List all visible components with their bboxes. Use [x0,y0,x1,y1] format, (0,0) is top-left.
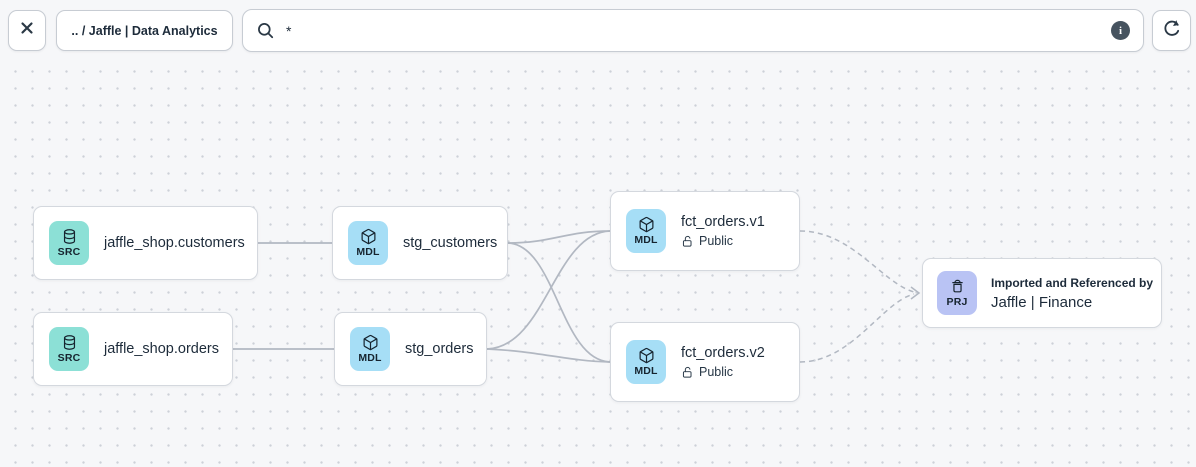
project-badge: PRJ [937,271,977,315]
cube-icon [362,334,379,351]
node-label: jaffle_shop.customers [104,235,245,251]
database-icon [61,334,78,351]
cube-icon [638,216,655,233]
search-icon [256,21,275,40]
cube-icon [360,228,377,245]
node-jaffle-shop-orders[interactable]: SRC jaffle_shop.orders [33,312,233,386]
refresh-icon [1162,18,1182,43]
access-label: Public [699,365,734,379]
breadcrumb[interactable]: .. / Jaffle | Data Analytics [56,10,233,51]
refresh-button[interactable] [1152,10,1191,51]
model-badge: MDL [626,209,666,253]
edge-fct-v1-project [799,230,915,293]
node-label: Jaffle | Finance [991,293,1093,311]
access-label: Public [699,234,734,248]
node-fct-orders-v1[interactable]: MDL fct_orders.v1 Public [610,191,800,271]
node-jaffle-shop-customers[interactable]: SRC jaffle_shop.customers [33,206,258,280]
breadcrumb-label: .. / Jaffle | Data Analytics [71,23,218,38]
badge-label: MDL [634,365,658,378]
node-label: fct_orders.v2 [681,345,765,361]
node-label: stg_orders [405,341,474,357]
node-stg-orders[interactable]: MDL stg_orders [334,312,487,386]
access-row: Public [681,365,765,379]
node-label: jaffle_shop.orders [104,341,220,357]
edge-stg-orders-fct-v2 [486,348,611,363]
close-button[interactable] [8,10,46,51]
badge-label: SRC [57,246,81,259]
search-input[interactable] [286,22,1100,39]
close-icon [19,20,35,41]
model-badge: MDL [626,340,666,384]
badge-label: MDL [356,246,380,259]
unlock-icon [681,235,694,248]
model-badge: MDL [350,327,390,371]
node-stg-customers[interactable]: MDL stg_customers [332,206,508,280]
source-badge: SRC [49,327,89,371]
cube-icon [638,347,655,364]
project-caption: Imported and Referenced by [991,275,1154,290]
edge-stg-customers-fct-v1 [507,230,611,244]
node-jaffle-finance-project[interactable]: PRJ Imported and Referenced by Jaffle | … [922,258,1162,328]
badge-label: PRJ [946,296,968,309]
source-badge: SRC [49,221,89,265]
model-badge: MDL [348,221,388,265]
access-row: Public [681,234,765,248]
badge-label: MDL [358,352,382,365]
node-label: stg_customers [403,235,498,251]
unlock-icon [681,366,694,379]
edge-arrowhead [910,286,921,300]
edge-fct-v2-project [799,293,915,363]
badge-label: SRC [57,352,81,365]
jar-icon [949,278,966,295]
toolbar: .. / Jaffle | Data Analytics i [0,0,1196,60]
search-bar[interactable]: i [242,9,1144,52]
database-icon [61,228,78,245]
info-icon[interactable]: i [1111,21,1130,40]
edge-stg-customers-fct-v2 [507,242,611,363]
node-fct-orders-v2[interactable]: MDL fct_orders.v2 Public [610,322,800,402]
node-label: fct_orders.v1 [681,214,765,230]
lineage-canvas[interactable]: SRC jaffle_shop.customers SRC jaffle_sho… [0,60,1196,467]
badge-label: MDL [634,234,658,247]
